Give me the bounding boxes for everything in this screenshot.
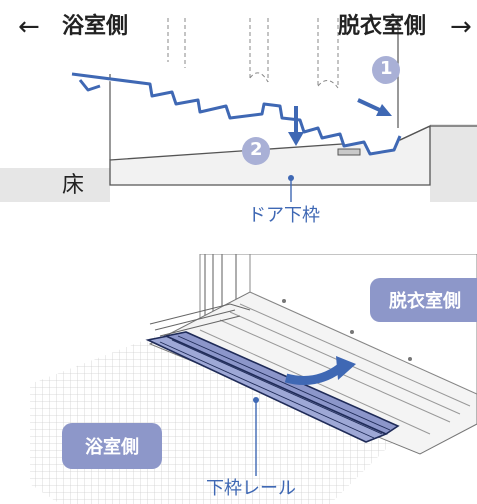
step1-badge [372,56,400,84]
step2-number: 2 [250,139,263,160]
floor-band [0,168,110,202]
rail-profile [71,72,402,156]
lower-frame-rail [145,331,400,443]
door-panel-dashed [167,18,339,89]
changing-room-side-pill: 脱衣室側 [370,278,477,322]
left-arrow-icon: ← [18,12,40,42]
right-arrow-icon: → [450,12,472,42]
changing-room-side-label-bottom: 脱衣室側 [389,291,461,312]
bathroom-side-label-top: 浴室側 [62,14,129,39]
bathroom-side-label-bottom: 浴室側 [85,437,139,458]
lower-frame-rail-label: 下枠レール [206,478,296,499]
door-lower-frame-label: ドア下枠 [248,205,320,226]
floor-label: 床 [62,173,85,198]
step2-badge [242,137,270,165]
bathroom-side-pill: 浴室側 [62,423,162,469]
door-frame-cross-section [0,18,477,202]
wall-right [430,124,477,202]
step1-number: 1 [380,58,393,79]
install-direction-arrow [284,364,343,385]
changing-room-side-label-top: 脱衣室側 [338,14,427,39]
